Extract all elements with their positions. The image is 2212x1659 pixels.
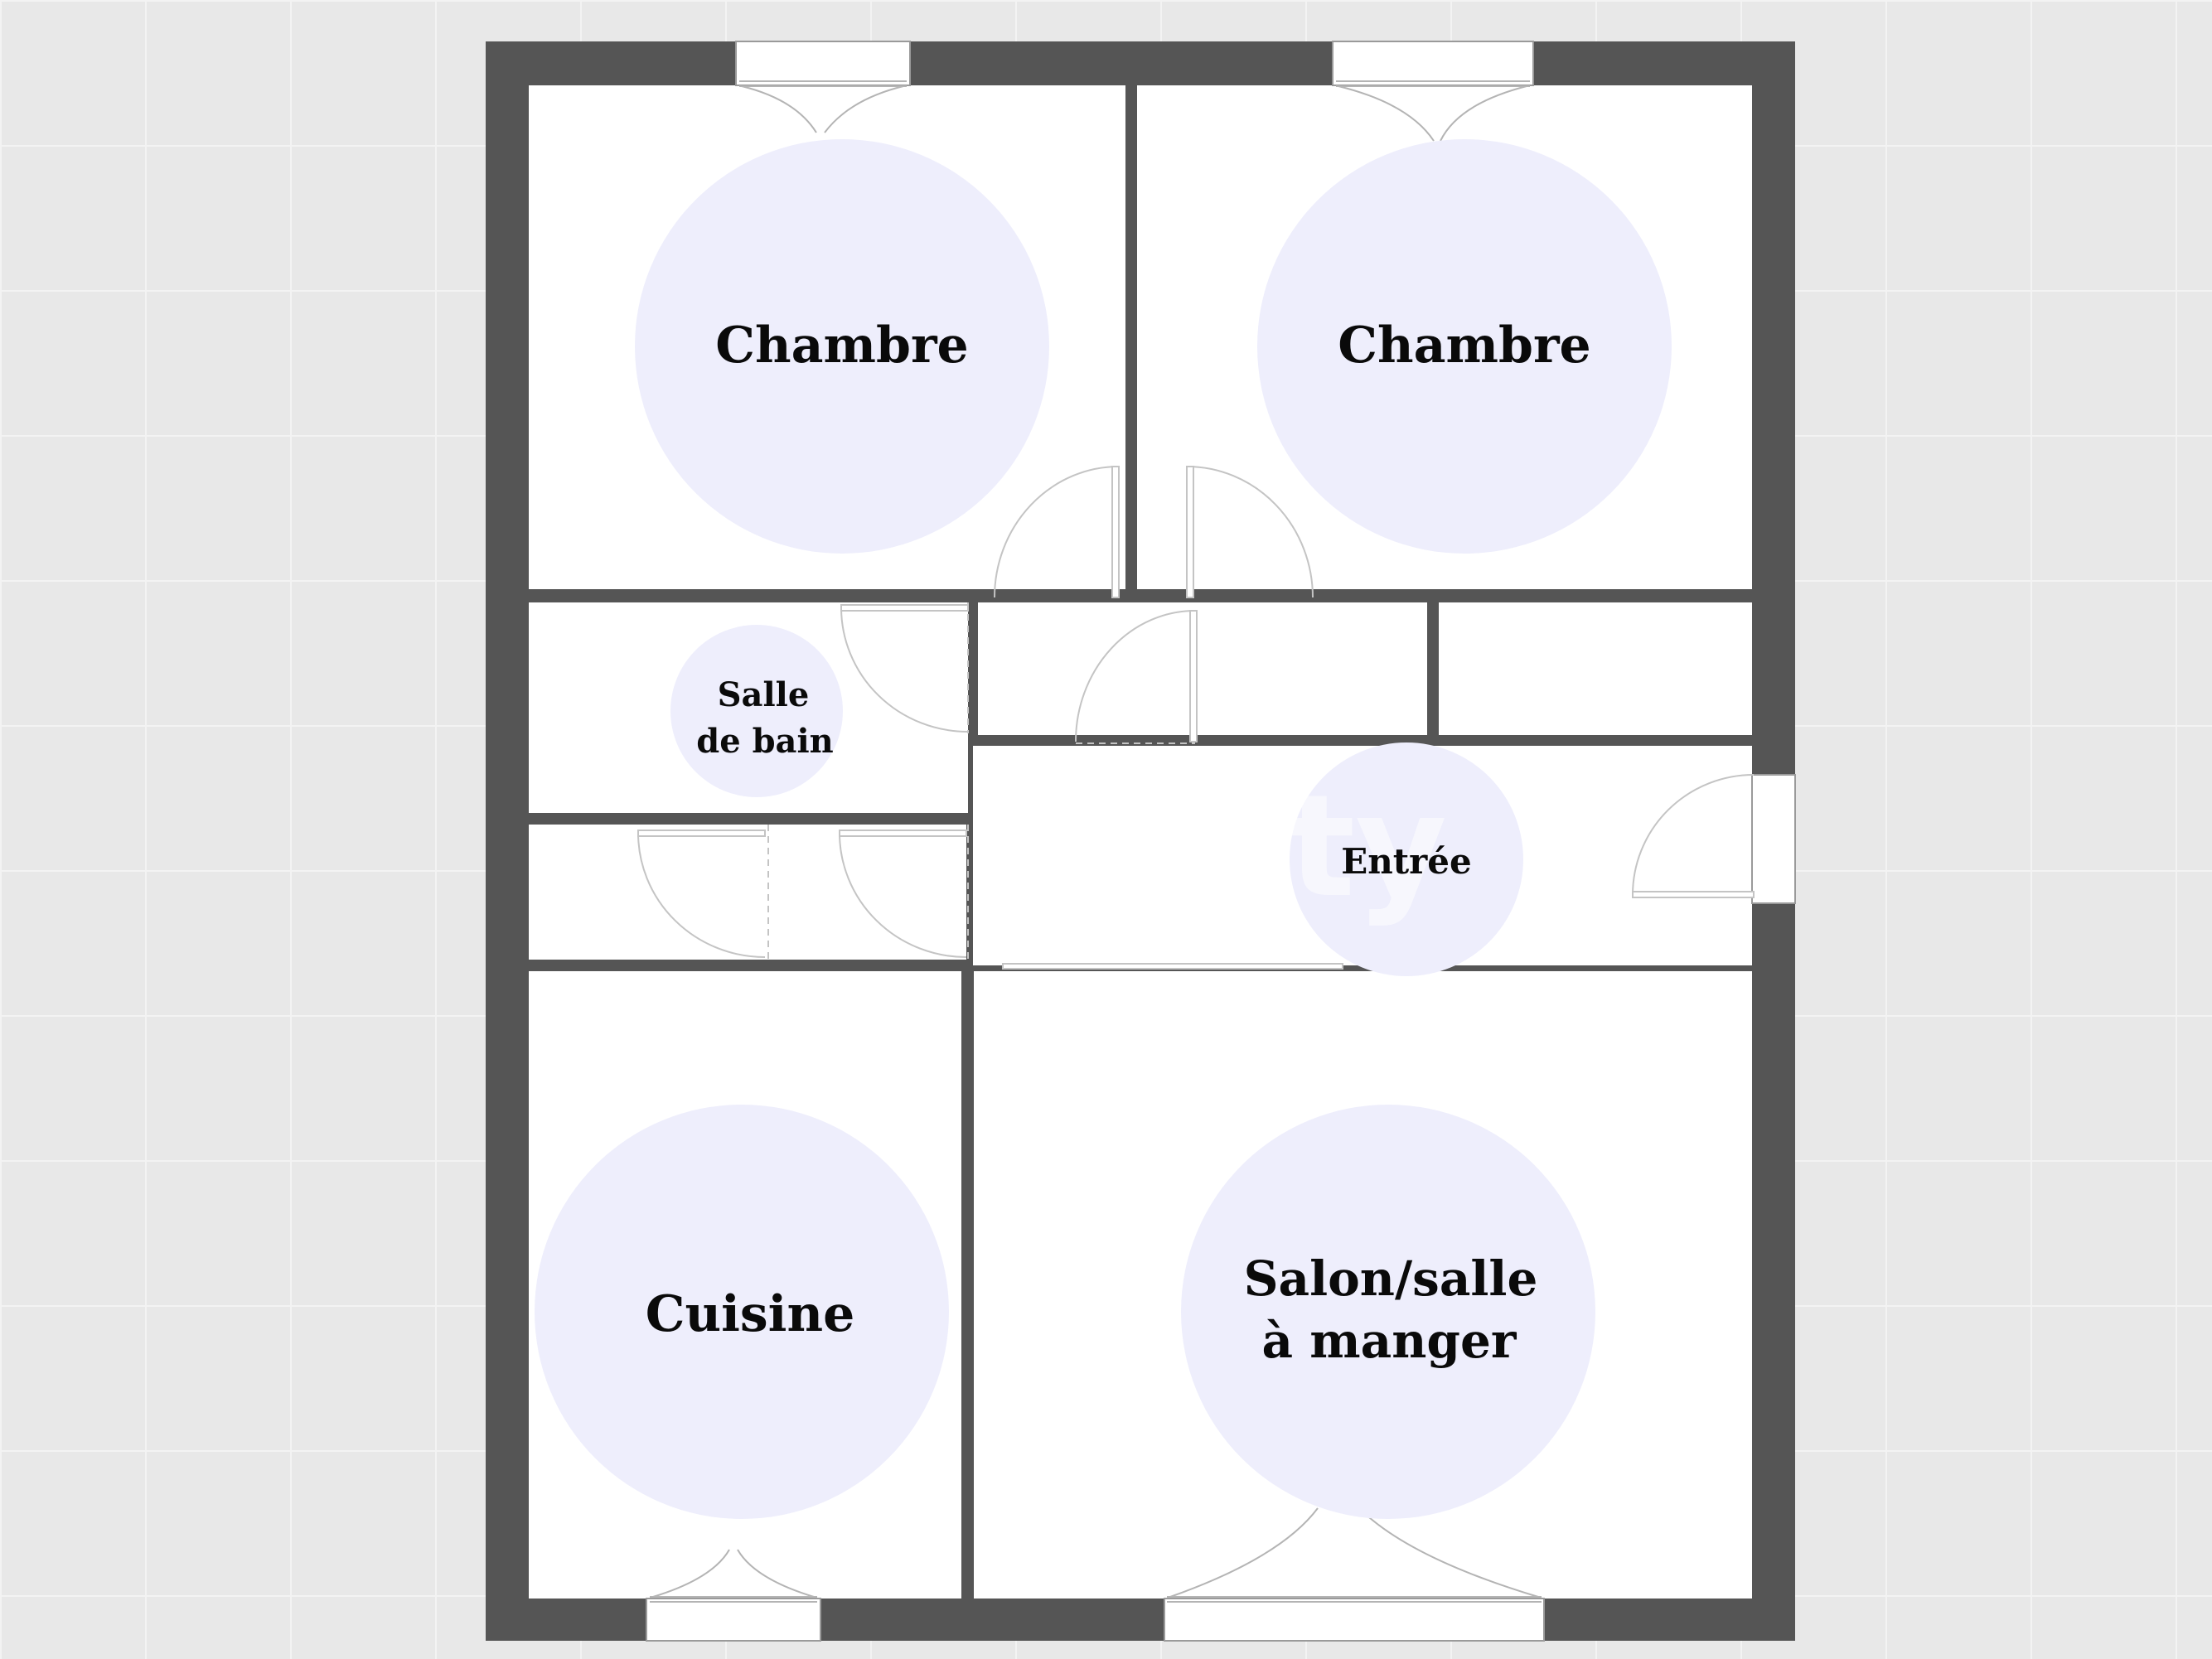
room-floor-hall (978, 602, 1427, 735)
room-label-salle-de-bain-line2: de bain (696, 722, 834, 761)
sliding-door (1002, 963, 1343, 970)
room-marker-entree (1290, 742, 1523, 976)
room-label-chambre-1: Chambre (715, 317, 968, 375)
room-markers (535, 139, 1672, 1519)
window-chambre-2 (1332, 41, 1534, 86)
window-sashes (650, 80, 1542, 1603)
room-marker-chambre-2 (1257, 139, 1672, 554)
room-label-cuisine: Cuisine (646, 1285, 855, 1343)
window-chambre-1 (735, 41, 911, 86)
room-floor-closet (529, 825, 966, 960)
window-cuisine (646, 1598, 821, 1642)
room-label-salle-de-bain-line1: Salle (718, 675, 810, 714)
windows (646, 41, 1796, 1642)
room-floor-storage (1439, 602, 1752, 735)
room-label-chambre-2: Chambre (1338, 317, 1590, 375)
door-swings (637, 466, 1755, 958)
window-salon (1164, 1598, 1545, 1642)
room-marker-chambre-1 (635, 139, 1049, 554)
window-entree (1751, 774, 1796, 904)
room-label-salon-line2: à manger (1262, 1313, 1517, 1369)
room-marker-salon (1181, 1105, 1595, 1519)
watermark: ty (1288, 765, 1447, 929)
room-marker-cuisine (535, 1105, 949, 1519)
room-label-salon-line1: Salon/salle (1244, 1250, 1538, 1307)
room-marker-salle-de-bain (670, 625, 843, 797)
room-label-entree: Entrée (1341, 841, 1472, 882)
